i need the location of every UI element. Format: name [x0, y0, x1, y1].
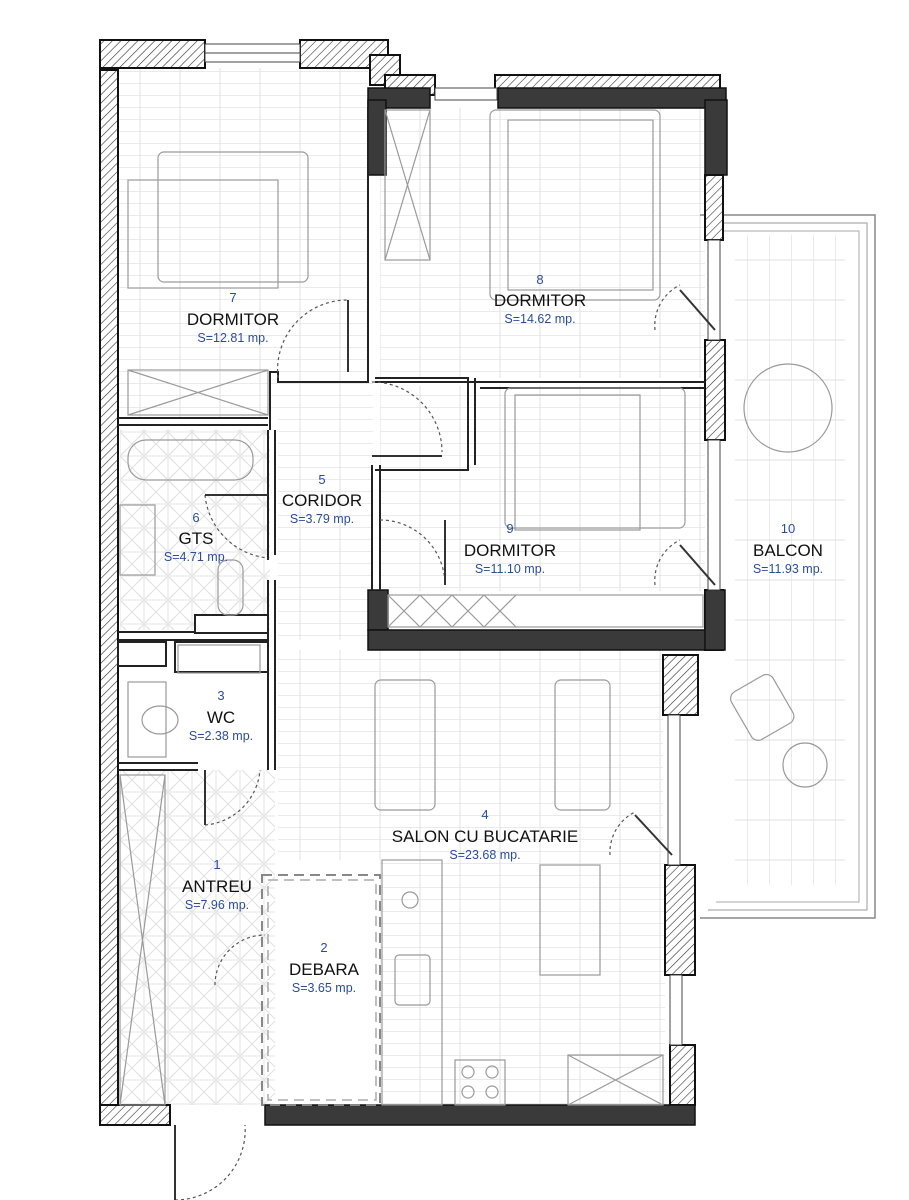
room-area: S=4.71 mp.	[164, 550, 228, 564]
room-name: WC	[207, 708, 235, 727]
room-area: S=11.93 mp.	[753, 562, 823, 576]
room-number: 5	[318, 472, 325, 487]
room-number: 10	[781, 521, 795, 536]
exterior-walls	[99, 39, 728, 1126]
room-label-gts: 6 GTS S=4.71 mp.	[164, 510, 228, 564]
room-number: 7	[229, 290, 236, 305]
room-label-dormitor-9: 9 DORMITOR S=11.10 mp.	[464, 521, 556, 576]
storage-enclosure	[261, 874, 381, 1106]
room-label-antreu: 1 ANTREU S=7.96 mp.	[182, 857, 252, 912]
room-area: S=12.81 mp.	[197, 331, 268, 345]
room-number: 2	[320, 940, 327, 955]
doors	[174, 284, 716, 1200]
room-label-debara: 2 DEBARA S=3.65 mp.	[289, 940, 360, 995]
room-area: S=7.96 mp.	[185, 898, 249, 912]
room-label-coridor: 5 CORIDOR S=3.79 mp.	[282, 472, 362, 526]
room-name: CORIDOR	[282, 491, 362, 510]
room-name: BALCON	[753, 541, 823, 560]
room-name: ANTREU	[182, 877, 252, 896]
balcony-railing	[700, 214, 876, 919]
room-area: S=23.68 mp.	[449, 848, 520, 862]
room-label-wc: 3 WC S=2.38 mp.	[189, 688, 253, 743]
room-name: DORMITOR	[494, 291, 586, 310]
room-number: 8	[536, 272, 543, 287]
room-name: DORMITOR	[187, 310, 279, 329]
room-area: S=3.79 mp.	[290, 512, 354, 526]
room-label-dormitor-8: 8 DORMITOR S=14.62 mp.	[494, 272, 586, 326]
room-area: S=14.62 mp.	[504, 312, 575, 326]
room-label-salon: 4 SALON CU BUCATARIE S=23.68 mp.	[392, 807, 578, 862]
furniture	[119, 109, 833, 1106]
room-name: DORMITOR	[464, 541, 556, 560]
room-label-dormitor-7: 7 DORMITOR S=12.81 mp.	[187, 290, 279, 345]
room-area: S=3.65 mp.	[292, 981, 356, 995]
room-number: 3	[217, 688, 224, 703]
room-number: 1	[213, 857, 220, 872]
room-area: S=11.10 mp.	[475, 562, 545, 576]
floor-finishes	[118, 68, 845, 1105]
room-name: DEBARA	[289, 960, 360, 979]
room-name: GTS	[179, 529, 214, 548]
room-number: 4	[481, 807, 488, 822]
room-labels: 1 ANTREU S=7.96 mp. 2 DEBARA S=3.65 mp. …	[164, 272, 823, 995]
room-number: 6	[192, 510, 199, 525]
room-label-balcon: 10 BALCON S=11.93 mp.	[753, 521, 823, 576]
room-number: 9	[506, 521, 513, 536]
room-name: SALON CU BUCATARIE	[392, 827, 578, 846]
windows	[204, 43, 721, 1046]
room-area: S=2.38 mp.	[189, 729, 253, 743]
